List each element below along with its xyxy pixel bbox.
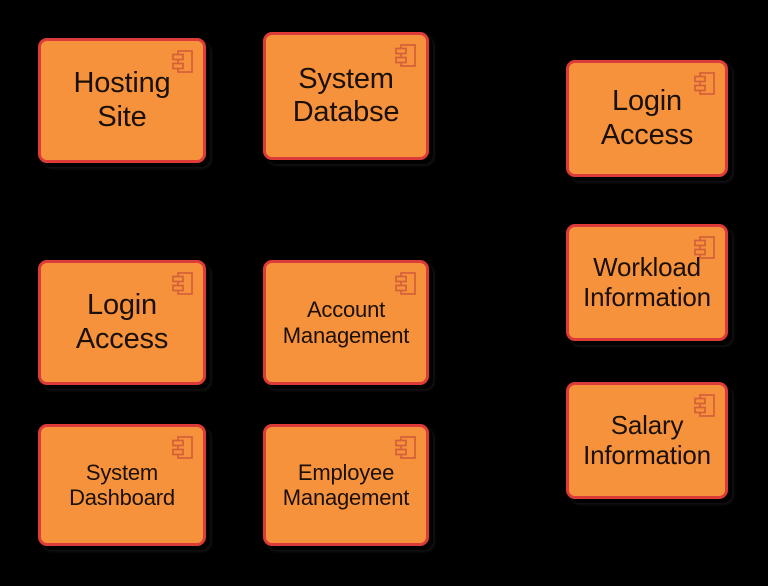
component-label: Hosting Site <box>73 67 171 133</box>
uml-component-icon <box>172 271 194 297</box>
uml-component-icon <box>395 435 417 461</box>
component-label: Employee Management <box>282 459 410 510</box>
component-employee-management[interactable]: Employee Management <box>263 424 429 546</box>
component-label: Account Management <box>282 297 410 348</box>
component-label: System Dashboard <box>69 459 175 510</box>
component-label: System Databse <box>292 62 400 128</box>
component-salary-information[interactable]: Salary Information <box>566 382 728 499</box>
component-account-management[interactable]: Account Management <box>263 260 429 385</box>
component-system-dashboard[interactable]: System Dashboard <box>38 424 206 546</box>
component-label: Salary Information <box>583 409 711 470</box>
component-login-access-right[interactable]: Login Access <box>566 60 728 177</box>
component-hosting-site[interactable]: Hosting Site <box>38 38 206 163</box>
uml-component-icon <box>172 435 194 461</box>
component-label: Workload Information <box>583 251 711 312</box>
component-system-databse[interactable]: System Databse <box>263 32 429 160</box>
component-workload-information[interactable]: Workload Information <box>566 224 728 341</box>
component-label: Login Access <box>75 289 169 355</box>
uml-component-icon <box>395 271 417 297</box>
component-label: Login Access <box>600 85 694 151</box>
component-login-access-left[interactable]: Login Access <box>38 260 206 385</box>
